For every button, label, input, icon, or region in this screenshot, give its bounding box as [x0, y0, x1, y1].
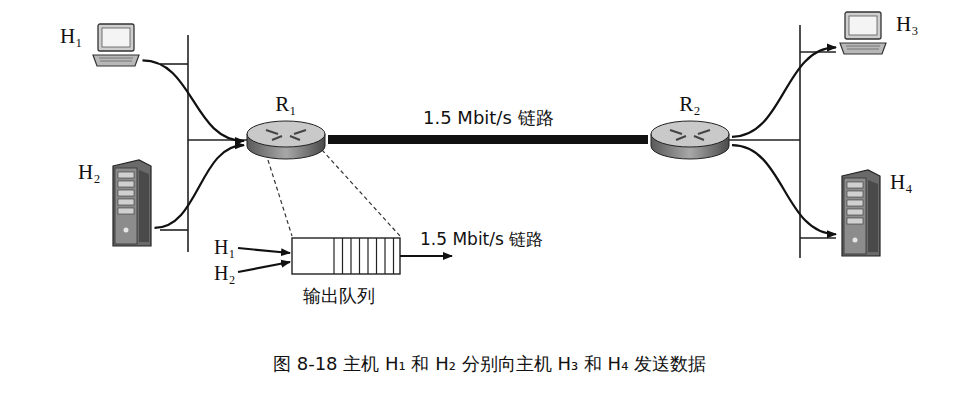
- wan-link: [328, 135, 648, 144]
- server-icon: [107, 158, 155, 250]
- router-node: R₂: [648, 92, 732, 162]
- router-icon: [648, 116, 732, 162]
- host-label: H₂: [78, 160, 101, 184]
- flow-arrow: [143, 60, 245, 141]
- output-queue: [238, 238, 452, 274]
- flow-source-label: H₁: [214, 236, 235, 259]
- zoom-lines: [268, 150, 400, 236]
- flow-arrow: [732, 145, 836, 234]
- laptop-icon: [89, 22, 143, 70]
- figure-caption: 图 8-18 主机 H₁ 和 H₂ 分别向主机 H₃ 和 H₄ 发送数据: [273, 352, 706, 376]
- server-icon: [836, 168, 884, 260]
- host-label: H₄: [890, 170, 913, 194]
- flow-arrow: [155, 145, 245, 228]
- router-node: R₁: [244, 92, 328, 162]
- laptop-icon: [836, 10, 890, 58]
- flow-arrow: [732, 47, 836, 136]
- host-node: H₁: [60, 22, 143, 70]
- host-node: H₂: [78, 158, 155, 250]
- host-node: H₄: [836, 168, 913, 260]
- router-label: R₁: [275, 92, 296, 116]
- host-label: H₃: [896, 12, 919, 36]
- host-node: H₃: [836, 10, 919, 58]
- flow-source-label: H₂: [214, 262, 235, 285]
- router-label: R₂: [679, 92, 700, 116]
- queue-label: 输出队列: [303, 284, 375, 308]
- host-label: H₁: [60, 24, 83, 48]
- lan-bus: [160, 35, 255, 252]
- lan-bus: [722, 25, 836, 258]
- router-icon: [244, 116, 328, 162]
- link-label: 1.5 Mbit/s 链路: [420, 106, 557, 130]
- link-label: 1.5 Mbit/s 链路: [420, 228, 543, 251]
